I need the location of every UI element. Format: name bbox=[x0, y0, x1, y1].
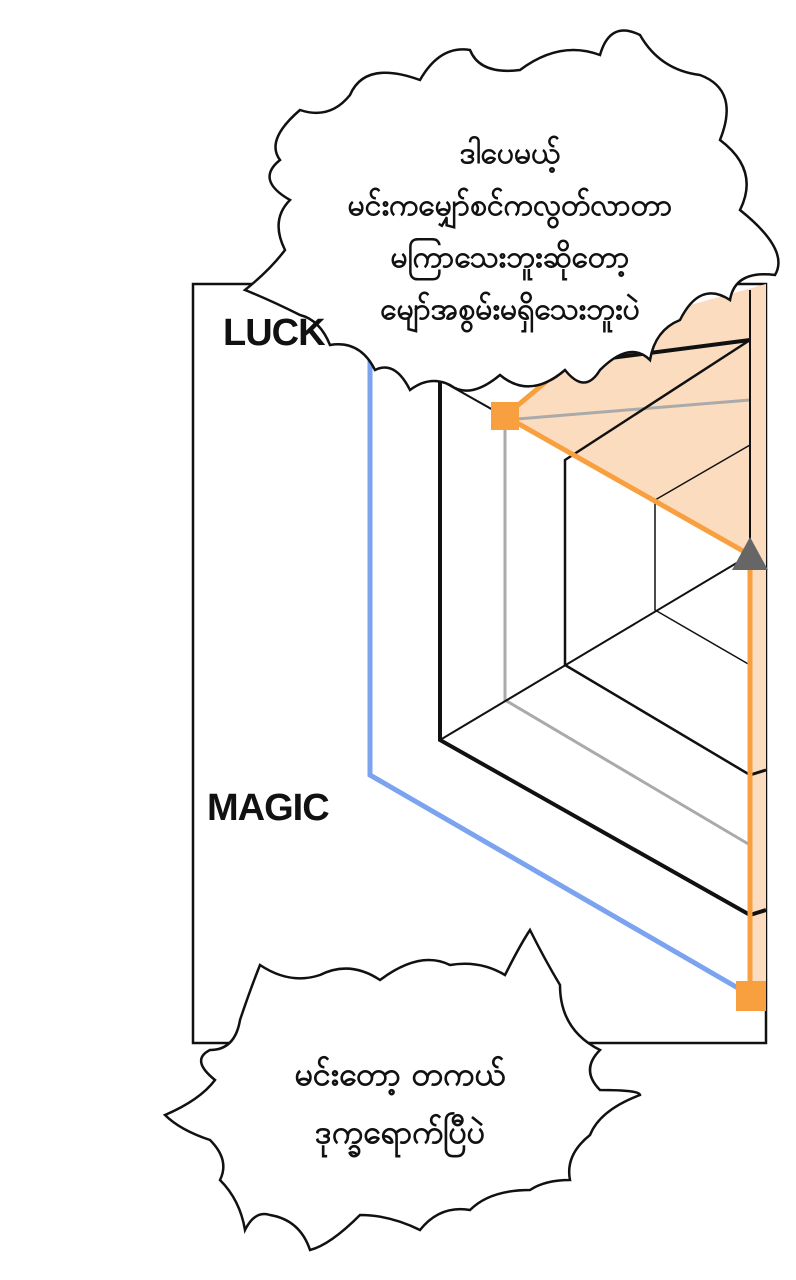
speech-line: မျော်အစွမ်းမရှိသေးဘူးပဲ bbox=[380, 292, 640, 327]
speech-text-top: ဒါပေမယ့် မင်းကမျှော်စင်ကလွတ်လာတာ မကြာသေး… bbox=[300, 128, 720, 336]
grid-tick bbox=[749, 908, 767, 917]
stat-area-fill-right bbox=[750, 555, 766, 995]
speech-line: ဒါပေမယ့် bbox=[459, 136, 561, 171]
stat-marker-bottom bbox=[736, 981, 766, 1011]
grid-ring-mid bbox=[563, 338, 751, 777]
max-stat-outline bbox=[367, 330, 752, 998]
speech-line: မကြာသေးဘူးဆိုတော့ bbox=[390, 240, 630, 275]
stat-area-fill bbox=[505, 284, 766, 555]
stat-label-magic: MAGIC bbox=[207, 787, 330, 829]
grid-ring-inner bbox=[654, 444, 751, 666]
speech-text-bottom: မင်းတော့ တကယ် ဒုက္ခရောက်ပြီပဲ bbox=[250, 1045, 550, 1161]
grid-ring-gray bbox=[503, 398, 751, 847]
speech-bubble-bottom bbox=[162, 927, 642, 1252]
stat-label-luck: LUCK bbox=[223, 312, 326, 354]
speech-line: မင်းကမျှော်စင်ကလွတ်လာတာ bbox=[347, 188, 673, 223]
grid-tick bbox=[749, 768, 767, 777]
stat-line bbox=[500, 368, 753, 995]
center-marker-triangle bbox=[732, 537, 768, 570]
speech-line: မင်းတော့ တကယ် bbox=[294, 1055, 506, 1093]
speech-line: ဒုက္ခရောက်ပြီပဲ bbox=[314, 1113, 486, 1151]
stat-marker-luck bbox=[491, 402, 519, 430]
spoke-magic bbox=[439, 554, 751, 741]
speech-bubble-top bbox=[242, 29, 780, 392]
